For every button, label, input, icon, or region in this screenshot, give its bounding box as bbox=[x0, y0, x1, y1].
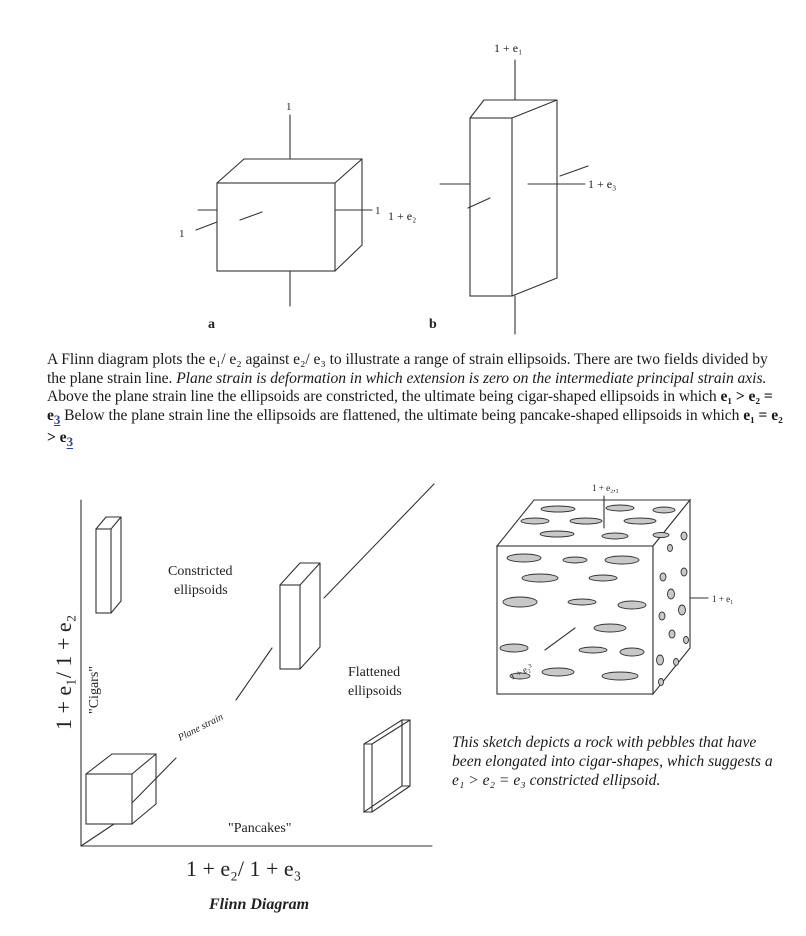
top-face-pebbles bbox=[520, 504, 676, 540]
panel-label-b: b bbox=[429, 317, 437, 332]
cube-a-axes bbox=[195, 114, 373, 307]
constricted-prism bbox=[279, 562, 321, 670]
axis-label-a-left: 1 bbox=[179, 228, 185, 240]
flattened-slab bbox=[363, 719, 411, 814]
rock-axes bbox=[544, 495, 709, 651]
constricted-equation-subscript: 3 bbox=[53, 411, 61, 427]
cube-a bbox=[216, 158, 363, 272]
plane-strain-line bbox=[126, 483, 435, 809]
flattened-label-line1: Flattened bbox=[348, 665, 400, 680]
axis-label-a-right: 1 bbox=[375, 205, 381, 217]
constricted-equation-text: e₁ > e₂ = e bbox=[47, 388, 773, 424]
cigars-label: "Cigars" bbox=[87, 666, 102, 714]
axis-label-b-right: 1 + e₃ bbox=[588, 177, 616, 191]
constricted-equation: e₁ > e₂ = e3 bbox=[47, 388, 773, 427]
flinn-x-axis-label: 1 + e₂/ 1 + e₃ bbox=[186, 856, 301, 881]
origin-cube bbox=[85, 753, 157, 825]
flattened-equation: e₁ = e₂ > e3 bbox=[47, 406, 783, 450]
pancakes-label: "Pancakes" bbox=[228, 821, 292, 836]
flinn-explanation-paragraph: A Flinn diagram plots the e₁/ e₂ against… bbox=[47, 351, 787, 452]
rock-sketch-caption: This sketch depicts a rock with pebbles … bbox=[452, 734, 773, 789]
flattened-label-line2: ellipsoids bbox=[348, 684, 402, 699]
block-b bbox=[469, 99, 558, 297]
flattened-equation-text: e₁ = e₂ > e bbox=[47, 406, 783, 447]
cigar-prism bbox=[95, 516, 122, 614]
plane-strain-definition: Plane strain is deformation in which ext… bbox=[176, 369, 767, 387]
axis-label-a-top: 1 bbox=[286, 101, 292, 113]
paragraph-sentence-3: Above the plane strain line the ellipsoi… bbox=[47, 388, 721, 406]
paragraph-sentence-4: Below the plane strain line the ellipsoi… bbox=[60, 406, 744, 424]
block-b-axes bbox=[439, 59, 589, 335]
flinn-diagram-title: Flinn Diagram bbox=[208, 896, 309, 913]
side-face-pebbles bbox=[656, 531, 689, 686]
rock-label-right: 1 + e₁ bbox=[712, 594, 733, 604]
axis-label-b-left: 1 + e₂ bbox=[388, 209, 416, 223]
flinn-y-axis-label: 1 + e₁/ 1 + e₂ bbox=[51, 615, 76, 730]
flattened-equation-subscript: 3 bbox=[66, 434, 74, 450]
rock-label-top: 1 + e₂,₃ bbox=[592, 483, 619, 493]
paragraph-sentence-1: A Flinn diagram plots the e₁/ e₂ against… bbox=[47, 351, 768, 387]
axis-label-b-top: 1 + e₁ bbox=[494, 41, 522, 55]
constricted-label-line2: ellipsoids bbox=[174, 583, 228, 598]
constricted-label-line1: Constricted bbox=[168, 564, 233, 579]
plane-strain-label: Plane strain bbox=[175, 712, 225, 745]
front-face-pebbles bbox=[499, 553, 647, 681]
panel-label-a: a bbox=[208, 317, 215, 332]
